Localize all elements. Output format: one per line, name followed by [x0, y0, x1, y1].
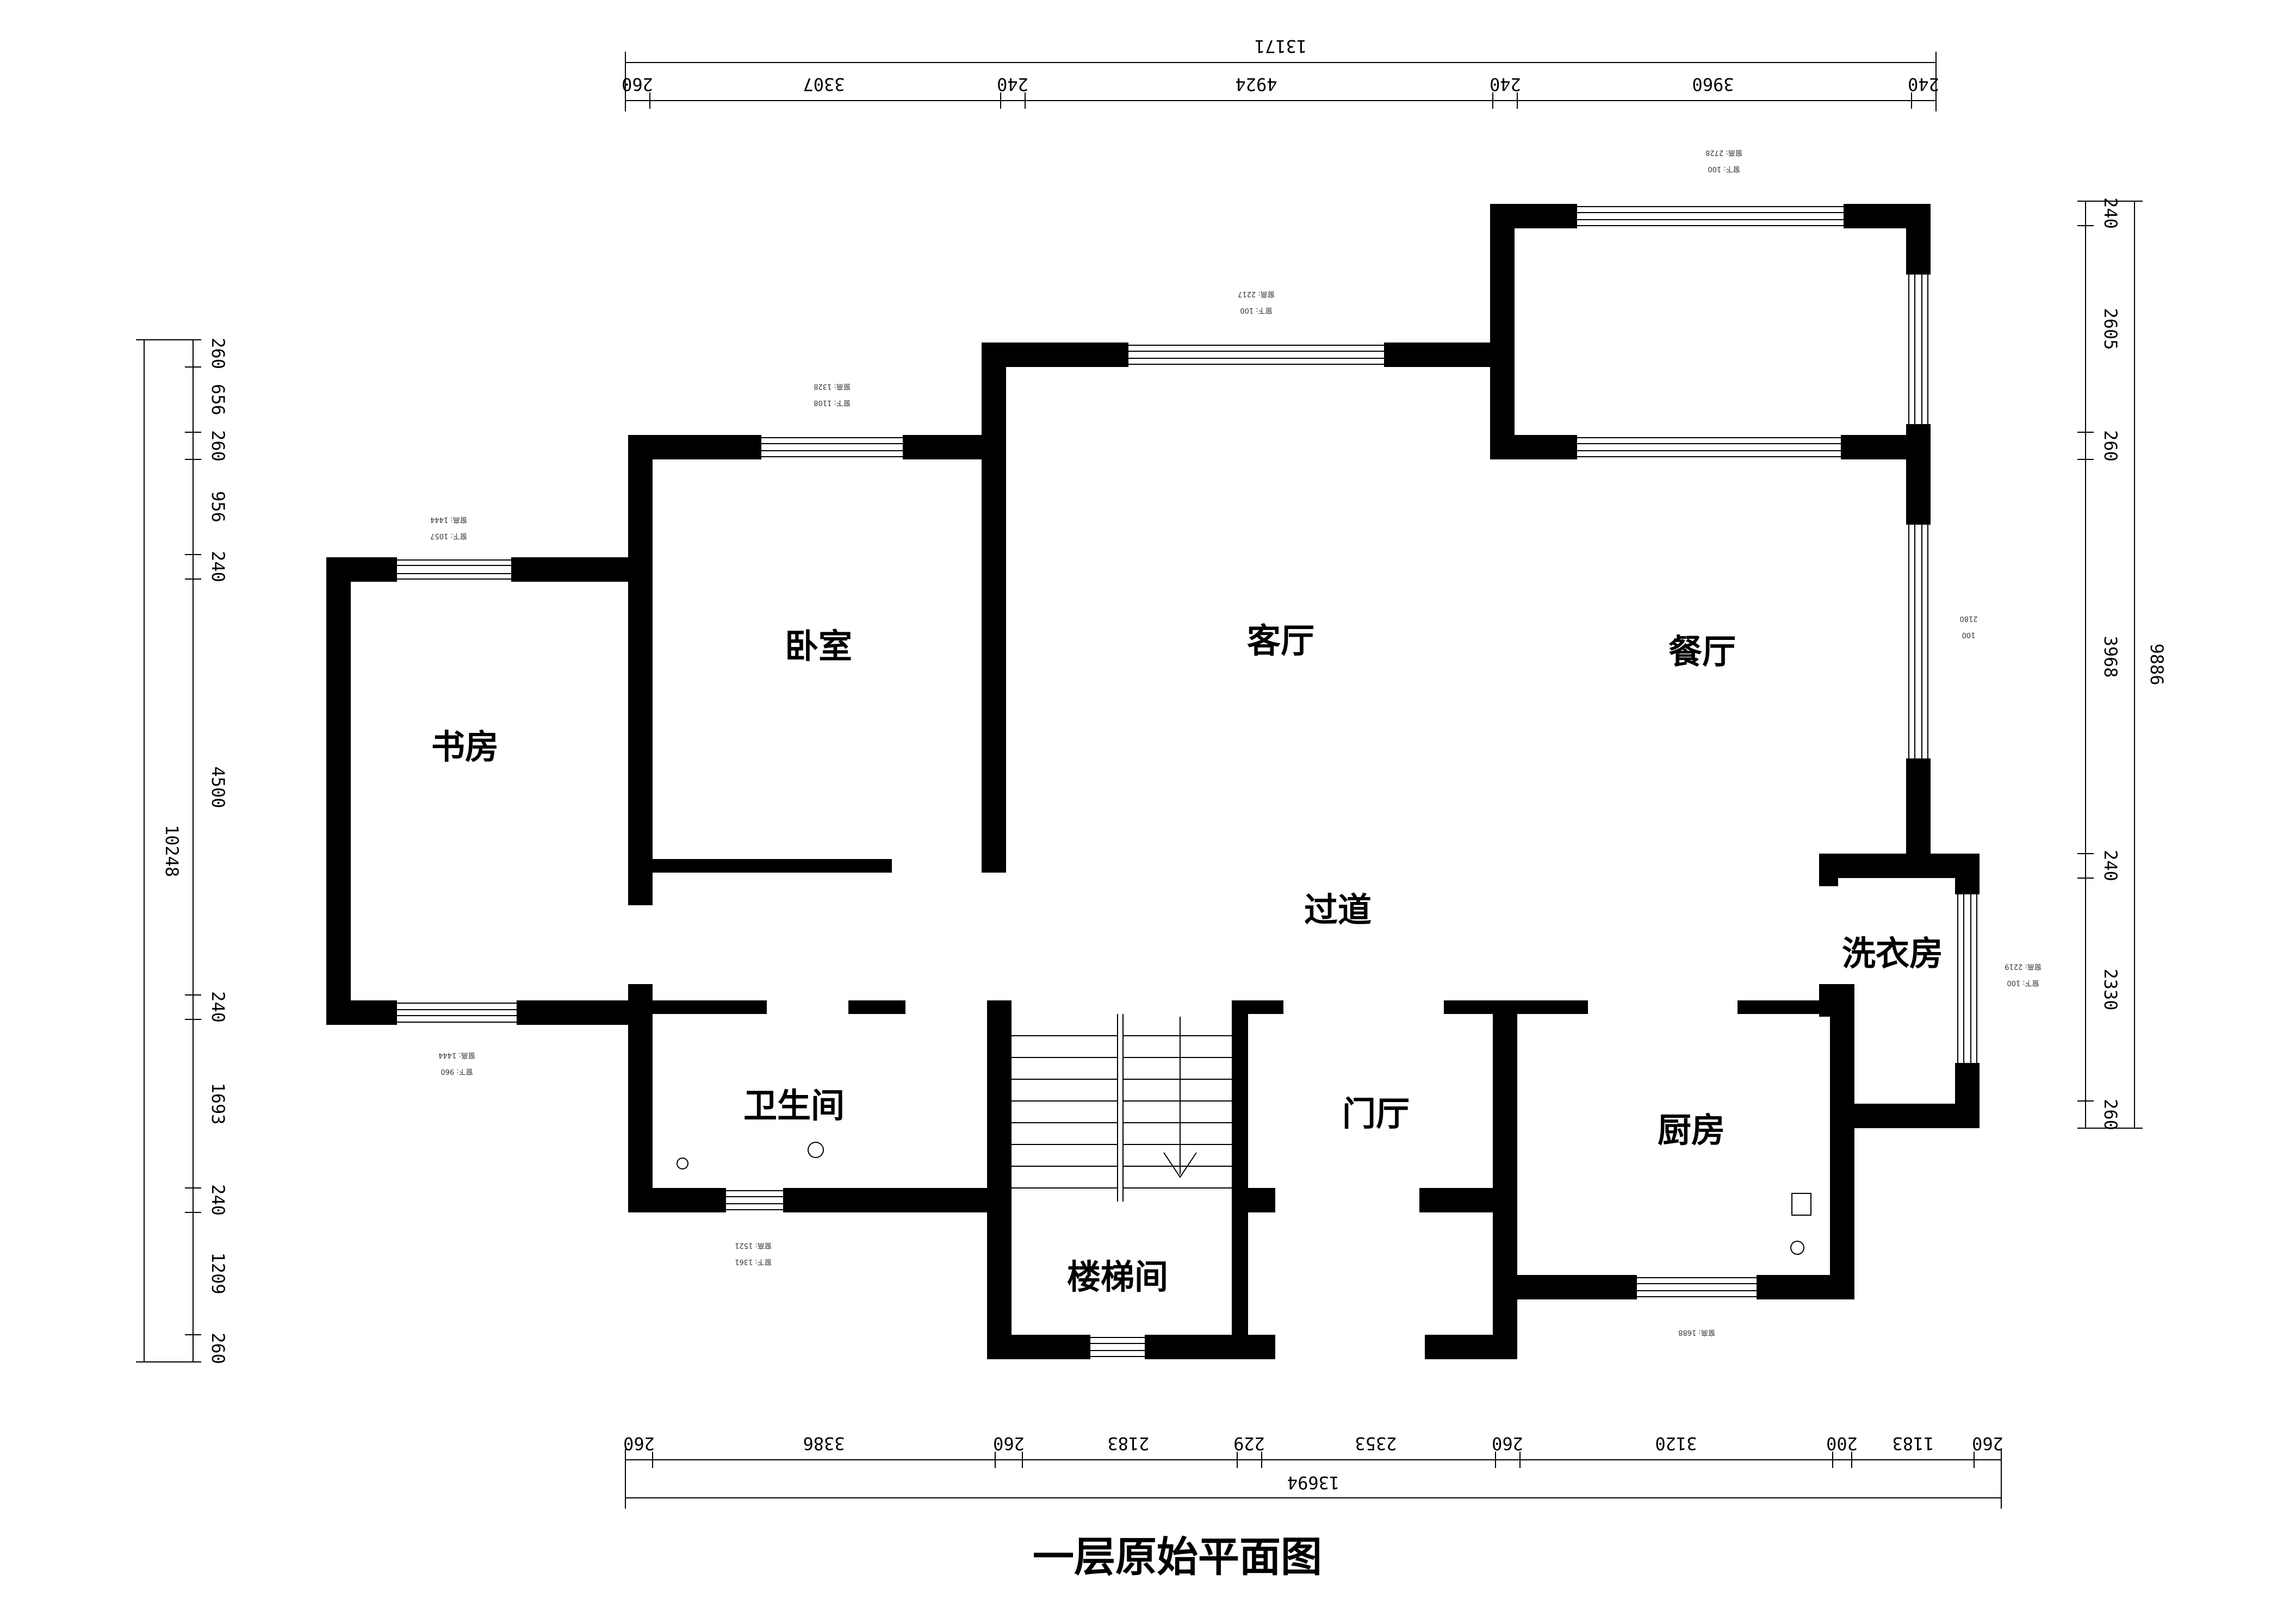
left-dimensions: 10248 260 656 260 956 240 4500 240 1693 … [136, 338, 228, 1364]
living-top-window [1128, 345, 1384, 365]
bottom-dim-1: 260 [623, 1433, 655, 1454]
right-total-dim: 9886 [2146, 643, 2167, 685]
dining-inner-window [1577, 437, 1841, 457]
top-dim-7: 240 [1908, 74, 1939, 95]
top-total-dim: 13171 [1255, 36, 1307, 57]
left-dim-3: 260 [208, 430, 228, 462]
room-label-stairs: 楼梯间 [1067, 1257, 1168, 1297]
left-dim-1: 260 [208, 338, 228, 369]
room-label-study: 书房 [431, 727, 499, 767]
bottom-dim-7: 260 [1492, 1433, 1523, 1454]
laundry-right-window [1957, 894, 1977, 1063]
right-dim-7: 260 [2100, 1099, 2121, 1130]
room-label-foyer: 门厅 [1342, 1094, 1410, 1134]
top-dim-5: 240 [1490, 74, 1521, 95]
svg-text:窗高: 1328: 窗高: 1328 [814, 382, 851, 391]
svg-text:窗高: 1521: 窗高: 1521 [735, 1241, 772, 1250]
bathroom-bottom-window [726, 1190, 783, 1210]
svg-text:窗高: 2728: 窗高: 2728 [1705, 148, 1742, 157]
bottom-dim-11: 260 [1972, 1433, 2003, 1454]
right-dim-2: 2605 [2100, 308, 2121, 350]
fixtures [677, 1142, 1811, 1255]
bottom-dim-8: 3120 [1655, 1433, 1697, 1454]
room-label-kitchen: 厨房 [1658, 1110, 1725, 1150]
bottom-dimensions: 260 3386 260 2183 229 2353 260 3120 200 … [623, 1433, 2003, 1509]
svg-text:100: 100 [1962, 631, 1976, 639]
walls [326, 204, 1980, 1359]
bathroom-pipe-icon [808, 1142, 824, 1158]
left-dim-7: 240 [208, 991, 228, 1023]
room-label-living: 客厅 [1247, 621, 1314, 661]
svg-text:窗下: 100: 窗下: 100 [1708, 165, 1740, 173]
left-dim-10: 1209 [208, 1252, 228, 1294]
svg-text:窗下: 100: 窗下: 100 [2007, 979, 2039, 987]
kitchen-sink-icon [1791, 1193, 1811, 1216]
top-dim-6: 3960 [1692, 74, 1734, 95]
drawing-title: 一层原始平面图 [1033, 1533, 1322, 1581]
bottom-dim-9: 200 [1826, 1433, 1858, 1454]
bottom-dim-4: 2183 [1107, 1433, 1149, 1454]
svg-text:窗高: 1444: 窗高: 1444 [438, 1051, 475, 1060]
right-dimensions: 240 2605 260 3968 240 2330 260 9886 [2077, 197, 2167, 1130]
room-label-dining: 餐厅 [1668, 632, 1736, 671]
bottom-dim-2: 3386 [803, 1433, 845, 1454]
top-dimensions: 13171 260 3307 240 4924 240 3960 240 [622, 36, 1939, 111]
top-dim-2: 3307 [803, 74, 845, 95]
left-dim-5: 240 [208, 551, 228, 582]
dining-right-window [1908, 525, 1928, 758]
right-dim-3: 260 [2100, 430, 2121, 462]
bedroom-top-window [761, 437, 903, 457]
left-dim-9: 240 [208, 1184, 228, 1216]
bottom-dim-5: 229 [1233, 1433, 1265, 1454]
room-labels: 书房 卧室 客厅 餐厅 过道 洗衣房 卫生间 门厅 厨房 楼梯间 [431, 621, 1943, 1297]
room-label-bedroom: 卧室 [785, 626, 852, 666]
dining-side-window-upper [1908, 275, 1928, 424]
windows [397, 206, 1977, 1357]
left-dim-8: 1693 [208, 1082, 228, 1124]
kitchen-pipe-icon [1790, 1241, 1804, 1255]
svg-text:窗下: 100: 窗下: 100 [1240, 306, 1272, 315]
top-dim-4: 4924 [1235, 74, 1277, 95]
staircase [1012, 1014, 1232, 1202]
kitchen-bottom-window [1637, 1277, 1757, 1297]
bottom-dim-10: 1183 [1892, 1433, 1934, 1454]
study-top-window [397, 559, 511, 580]
svg-text:窗下: 1057: 窗下: 1057 [430, 532, 467, 540]
bottom-total-dim: 13694 [1287, 1472, 1339, 1493]
left-dim-6: 4500 [208, 766, 228, 808]
bathroom-floor-drain-icon [677, 1158, 688, 1169]
svg-text:窗下: 1361: 窗下: 1361 [735, 1258, 772, 1266]
room-label-bathroom: 卫生间 [743, 1086, 845, 1125]
svg-text:窗下: 1108: 窗下: 1108 [814, 399, 851, 407]
right-dim-5: 240 [2100, 850, 2121, 881]
stair-bottom-window [1090, 1337, 1145, 1357]
svg-text:窗高: 1688: 窗高: 1688 [1678, 1328, 1715, 1337]
bottom-dim-3: 260 [993, 1433, 1025, 1454]
right-dim-6: 2330 [2100, 968, 2121, 1010]
room-label-corridor: 过道 [1304, 890, 1372, 930]
svg-text:窗下: 960: 窗下: 960 [440, 1067, 473, 1076]
left-dim-2: 656 [208, 384, 228, 415]
dining-top-window [1577, 206, 1844, 226]
bottom-dim-6: 2353 [1355, 1433, 1397, 1454]
window-notes: 窗高: 2728 窗下: 100 窗高: 2217 窗下: 100 窗高: 13… [430, 148, 2042, 1337]
svg-text:窗高: 2219: 窗高: 2219 [2005, 962, 2042, 971]
svg-text:窗高: 2217: 窗高: 2217 [1238, 290, 1275, 298]
left-total-dim: 10248 [162, 825, 182, 877]
right-dim-4: 3968 [2100, 636, 2121, 677]
left-dim-11: 260 [208, 1333, 228, 1364]
svg-text:2180: 2180 [1959, 614, 1977, 623]
left-dim-4: 956 [208, 491, 228, 522]
room-label-laundry: 洗衣房 [1842, 934, 1943, 973]
top-dim-3: 240 [997, 74, 1028, 95]
study-bottom-window [397, 1003, 517, 1023]
right-dim-1: 240 [2100, 197, 2121, 229]
top-dim-1: 260 [622, 74, 653, 95]
svg-text:窗高: 1444: 窗高: 1444 [430, 515, 467, 524]
